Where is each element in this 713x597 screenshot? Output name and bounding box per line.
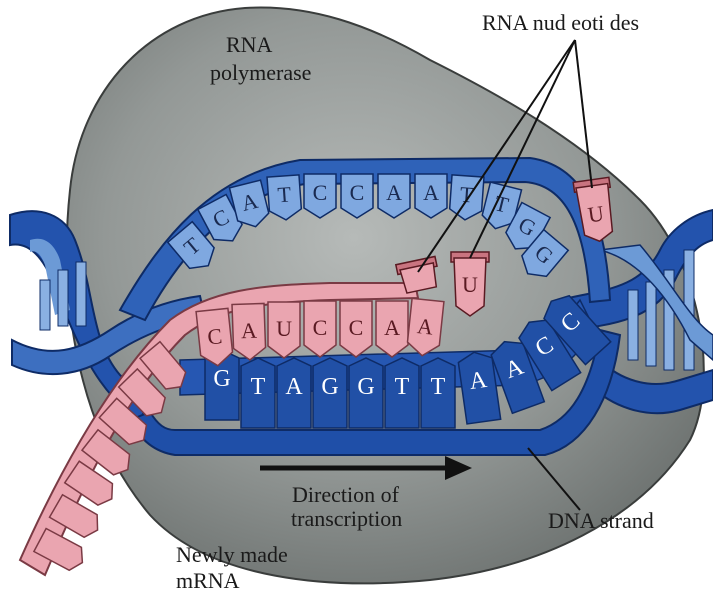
- template-base-label: G: [357, 374, 374, 400]
- template-base-label: T: [251, 374, 266, 400]
- free-base-label: U: [462, 272, 478, 297]
- mrna-base: C: [340, 301, 372, 357]
- template-base: A: [277, 358, 311, 428]
- free-nucleotide-u-2: U: [451, 252, 489, 316]
- coding-base: C: [341, 174, 373, 218]
- coding-base-label: C: [350, 180, 365, 205]
- coding-base-label: C: [313, 180, 328, 205]
- mrna-base-label: C: [349, 315, 364, 340]
- mrna-base-label: C: [313, 315, 328, 340]
- template-base-label: T: [431, 374, 446, 400]
- template-base: G: [313, 358, 347, 428]
- mrna-base-label: C: [206, 323, 223, 349]
- template-base-label: A: [285, 374, 303, 400]
- nucleotides-label: RNA nud eoti des: [482, 10, 639, 35]
- template-base: T: [421, 358, 455, 428]
- polymerase-label-line1: RNA: [226, 32, 273, 57]
- mrna-base-label: A: [384, 315, 400, 340]
- dna-strand-label: DNA strand: [548, 508, 654, 533]
- direction-label-line1: Direction of: [292, 482, 400, 507]
- template-base-label: T: [395, 374, 410, 400]
- template-base: G: [349, 358, 383, 428]
- mrna-base-label: A: [416, 313, 435, 340]
- coding-base-label: A: [423, 180, 439, 205]
- template-base-label: G: [321, 374, 338, 400]
- polymerase-label-line2: polymerase: [210, 60, 311, 85]
- coding-base-label: A: [386, 180, 402, 205]
- coding-base-label: T: [459, 182, 475, 208]
- mrna-base: U: [268, 302, 300, 358]
- mrna-base-label: U: [276, 316, 292, 341]
- template-base: T: [385, 358, 419, 428]
- coding-base: C: [304, 174, 336, 218]
- coding-base: A: [378, 174, 410, 218]
- direction-label-line2: transcription: [291, 506, 402, 531]
- template-base-label: G: [213, 366, 230, 392]
- mrna-base: C: [304, 301, 336, 357]
- mrna-label-line2: mRNA: [176, 568, 240, 593]
- coding-base: A: [415, 174, 447, 218]
- mrna-base: A: [376, 301, 408, 357]
- template-base: T: [241, 358, 275, 428]
- mrna-base-label: A: [241, 318, 258, 344]
- mrna-label-line1: Newly made: [176, 542, 288, 567]
- coding-base-label: T: [277, 181, 293, 207]
